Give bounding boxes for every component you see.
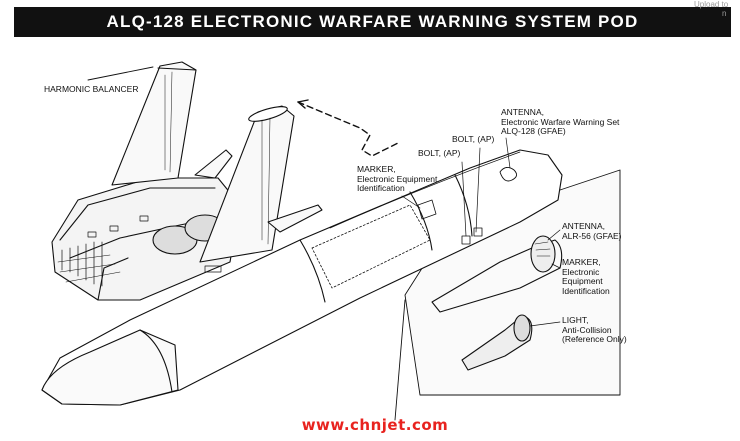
label-antenna-alr56-line-2: ALR-56 (GFAE) [562,230,622,241]
label-antenna-alq128-line-2: Electronic Warfare Warning Set [501,116,620,127]
aircraft-tail-drawing [51,61,323,301]
upload-note-line-1: Upload to [694,0,729,9]
label-light-line-3: (Reference Only) [562,334,627,344]
leader-lines [401,137,561,327]
label-light-line-2: Anti-Collision [562,324,612,335]
label-marker-right-line-4: Identification [562,285,610,296]
label-bolt-ap-upper: BOLT, (AP) [452,134,495,144]
dashed-detail-pointer [297,101,401,157]
watermark: www.chnjet.com [301,416,449,434]
ew-pod-drawing [41,149,563,406]
diagram-title: ALQ-128 ELECTRONIC WARFARE WARNING SYSTE… [14,7,731,37]
label-marker-right: MARKER, Electronic Equipment Identificat… [562,257,610,296]
label-harmonic-balancer: HARMONIC BALANCER [44,84,139,94]
upload-note-line-2: n [722,9,727,18]
diagram-title-text: ALQ-128 ELECTRONIC WARFARE WARNING SYSTE… [106,12,639,31]
label-marker-left-line-3: Identification [357,183,405,193]
label-antenna-alq128: ANTENNA, Electronic Warfare Warning Set … [501,107,620,137]
label-marker-left-line-2: Electronic Equipment [357,173,438,184]
label-light-line-1: LIGHT, [562,315,589,325]
label-antenna-alq128-line-3: ALQ-128 (GFAE) [501,126,566,136]
alr-antenna-drawing [431,235,563,313]
upload-note: Upload to n [694,0,728,18]
anti-collision-light-drawing [461,314,533,371]
pod-illustration [41,61,621,421]
label-light: LIGHT, Anti-Collision (Reference Only) [562,315,627,345]
label-antenna-alr56-line-1: ANTENNA, [562,221,605,231]
label-bolt-ap-lower: BOLT, (AP) [418,148,461,158]
label-antenna-alq128-line-1: ANTENNA, [501,107,544,117]
label-marker-right-line-3: Equipment [562,276,603,286]
label-marker-left: MARKER, Electronic Equipment Identificat… [357,164,438,194]
label-marker-left-line-1: MARKER, [357,164,396,174]
label-marker-right-line-2: Electronic [562,266,600,277]
label-antenna-alr56: ANTENNA, ALR-56 (GFAE) [562,221,622,241]
label-marker-right-line-1: MARKER, [562,257,601,267]
